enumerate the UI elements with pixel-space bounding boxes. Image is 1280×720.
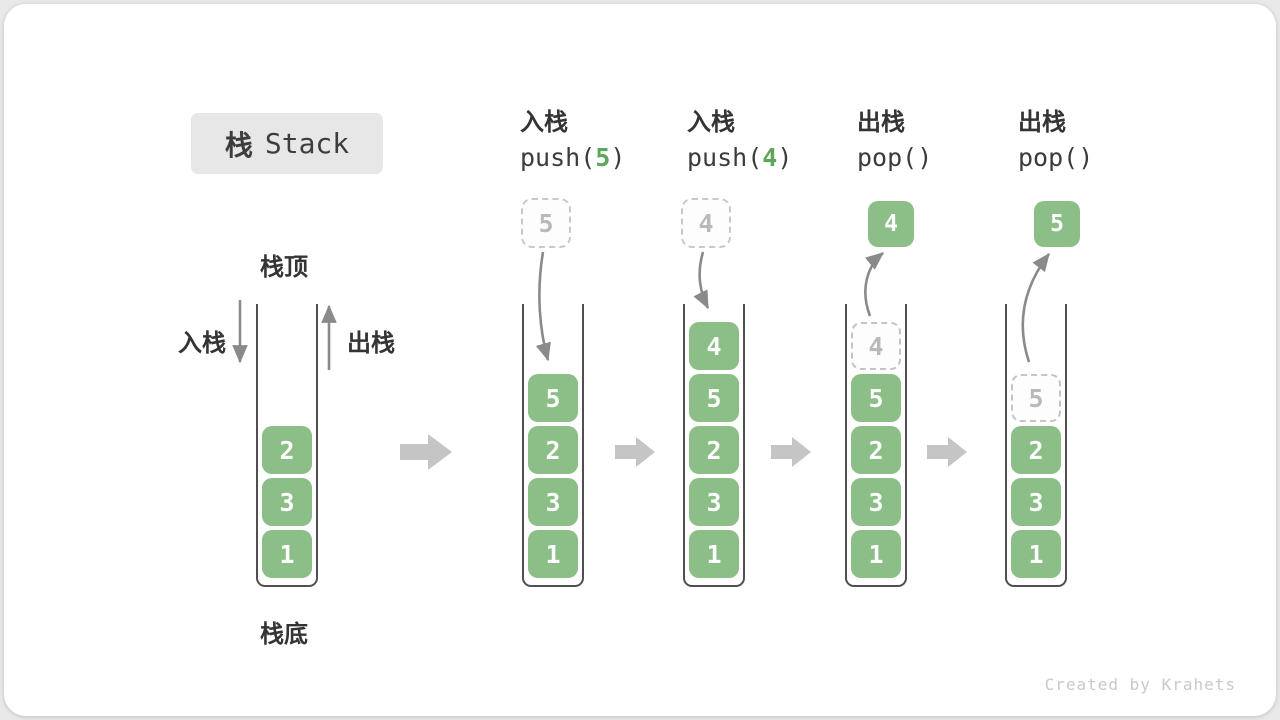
floating-box-value: 5 [1050, 211, 1064, 237]
step-arrow-icon [400, 434, 452, 470]
step-arrow-icon [615, 437, 655, 467]
stack-cell: 3 [528, 478, 578, 526]
stack-cell: 1 [1011, 530, 1061, 578]
stack-cell: 4 [689, 322, 739, 370]
stack-cell: 1 [851, 530, 901, 578]
stack-pop-5: 5 2 3 1 [1005, 304, 1067, 587]
code-arg: 4 [762, 143, 778, 172]
stack-cell: 1 [262, 530, 312, 578]
floating-box-value: 4 [698, 208, 714, 238]
title-en: Stack [264, 127, 350, 160]
code-pre: push( [520, 143, 596, 172]
op-label: 出栈 [1018, 109, 1066, 136]
stack-cell: 1 [528, 530, 578, 578]
floating-box-push-5: 5 [521, 198, 571, 248]
watermark: Created by Krahets [1044, 675, 1236, 694]
stack-bottom-label: 栈底 [260, 621, 308, 648]
op-label: 入栈 [520, 109, 568, 136]
stack-cell: 3 [689, 478, 739, 526]
stack-cell-ghost: 4 [851, 322, 901, 370]
code-pre: pop( [857, 143, 918, 172]
floating-box-push-4: 4 [681, 198, 731, 248]
stack-cell: 1 [689, 530, 739, 578]
op-code: push(4) [687, 139, 792, 176]
op-header-push-4: 入栈 push(4) [687, 107, 792, 176]
stack-cell: 5 [689, 374, 739, 422]
floating-box-value: 5 [538, 208, 554, 238]
op-header-pop-4: 出栈 pop() [857, 107, 932, 176]
op-label: 出栈 [857, 109, 905, 136]
stack-cell: 2 [262, 426, 312, 474]
code-post: ) [917, 143, 933, 172]
stack-cell-ghost: 5 [1011, 374, 1061, 422]
stack-cell: 2 [851, 426, 901, 474]
op-header-pop-5: 出栈 pop() [1018, 107, 1093, 176]
push-side-label: 入栈 [178, 330, 226, 357]
push-4-arrow-icon [693, 251, 710, 310]
floating-box-value: 4 [884, 211, 898, 237]
floating-box-popped-5: 5 [1034, 201, 1080, 247]
stack-top-label: 栈顶 [260, 254, 308, 281]
step-arrow-icon [771, 437, 811, 467]
stack-after-push-5: 5 2 3 1 [522, 304, 584, 587]
op-code: pop() [1018, 139, 1093, 176]
op-label: 入栈 [687, 109, 735, 136]
diagram-canvas: 栈 Stack 栈顶 栈底 入栈 出栈 入栈 push(5) 入栈 push(4… [4, 4, 1276, 716]
stack-cell: 3 [851, 478, 901, 526]
stack-cell: 2 [1011, 426, 1061, 474]
code-pre: push( [687, 143, 763, 172]
op-code: pop() [857, 139, 932, 176]
stack-cell: 5 [528, 374, 578, 422]
stack-after-push-4: 4 5 2 3 1 [683, 304, 745, 587]
stack-cell: 3 [1011, 478, 1061, 526]
stack-initial: 2 3 1 [256, 304, 318, 587]
pop-side-label: 出栈 [347, 330, 395, 357]
code-post: ) [610, 143, 626, 172]
code-arg: 5 [595, 143, 611, 172]
step-arrow-icon [927, 437, 967, 467]
stack-cell: 2 [528, 426, 578, 474]
code-post: ) [1078, 143, 1094, 172]
stack-pop-4: 4 5 2 3 1 [845, 304, 907, 587]
stack-cell: 2 [689, 426, 739, 474]
stack-cell: 3 [262, 478, 312, 526]
stack-cell: 5 [851, 374, 901, 422]
floating-box-popped-4: 4 [868, 201, 914, 247]
diagram-title: 栈 Stack [191, 113, 383, 174]
code-post: ) [777, 143, 793, 172]
code-pre: pop( [1018, 143, 1079, 172]
title-zh: 栈 [224, 129, 253, 161]
op-header-push-5: 入栈 push(5) [520, 107, 625, 176]
op-code: push(5) [520, 139, 625, 176]
